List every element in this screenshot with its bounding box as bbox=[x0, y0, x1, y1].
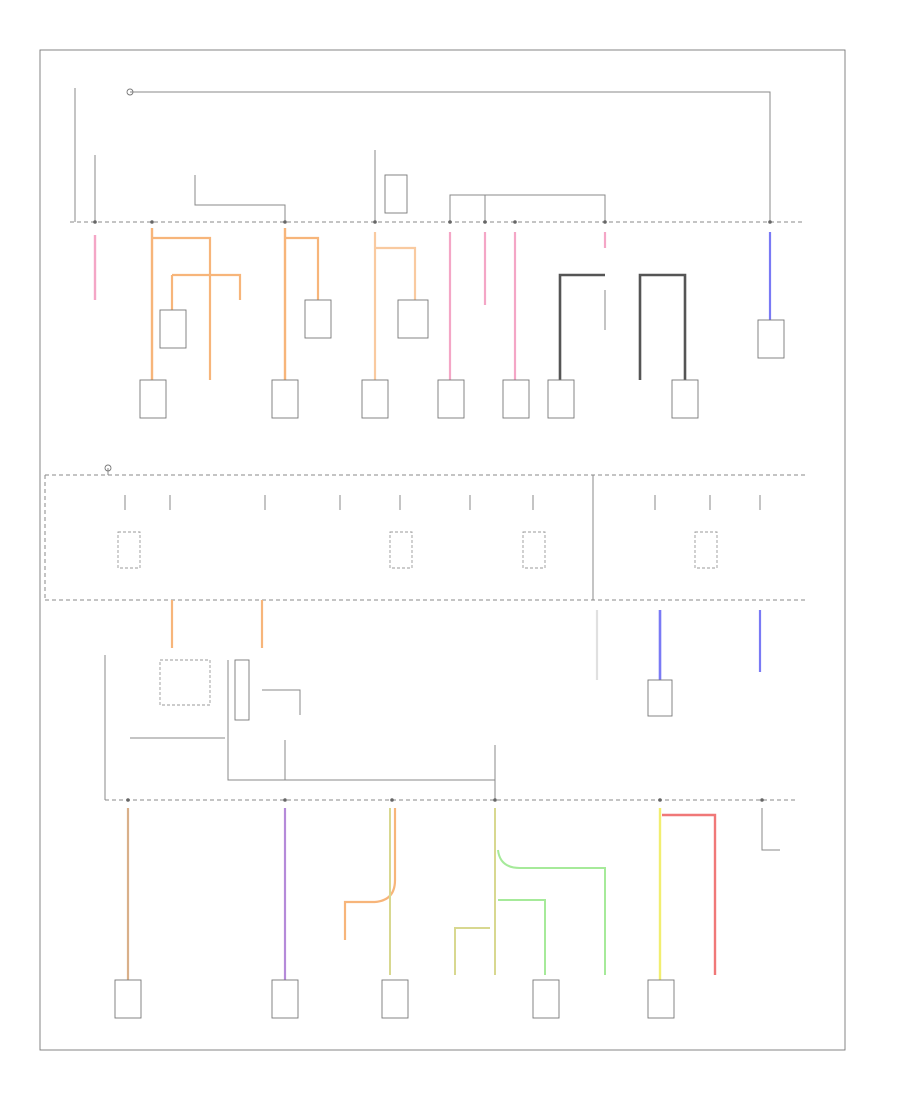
wire-green-2 bbox=[497, 849, 606, 975]
wire-tan-3 bbox=[454, 927, 490, 975]
fuse-box-section bbox=[44, 464, 805, 601]
wire-green-3 bbox=[498, 899, 546, 975]
wire-orange-5 bbox=[343, 808, 397, 940]
diagram-frame bbox=[39, 49, 846, 1051]
top-section bbox=[70, 88, 805, 419]
bottom-section bbox=[105, 745, 795, 1019]
wire-dark-1 bbox=[558, 273, 605, 380]
wire-orange-1b bbox=[152, 236, 212, 380]
wire-dark-2 bbox=[638, 273, 687, 380]
wire-red-1 bbox=[662, 813, 717, 975]
wire-orange-1c bbox=[172, 273, 242, 300]
relay-module-section bbox=[104, 600, 762, 800]
